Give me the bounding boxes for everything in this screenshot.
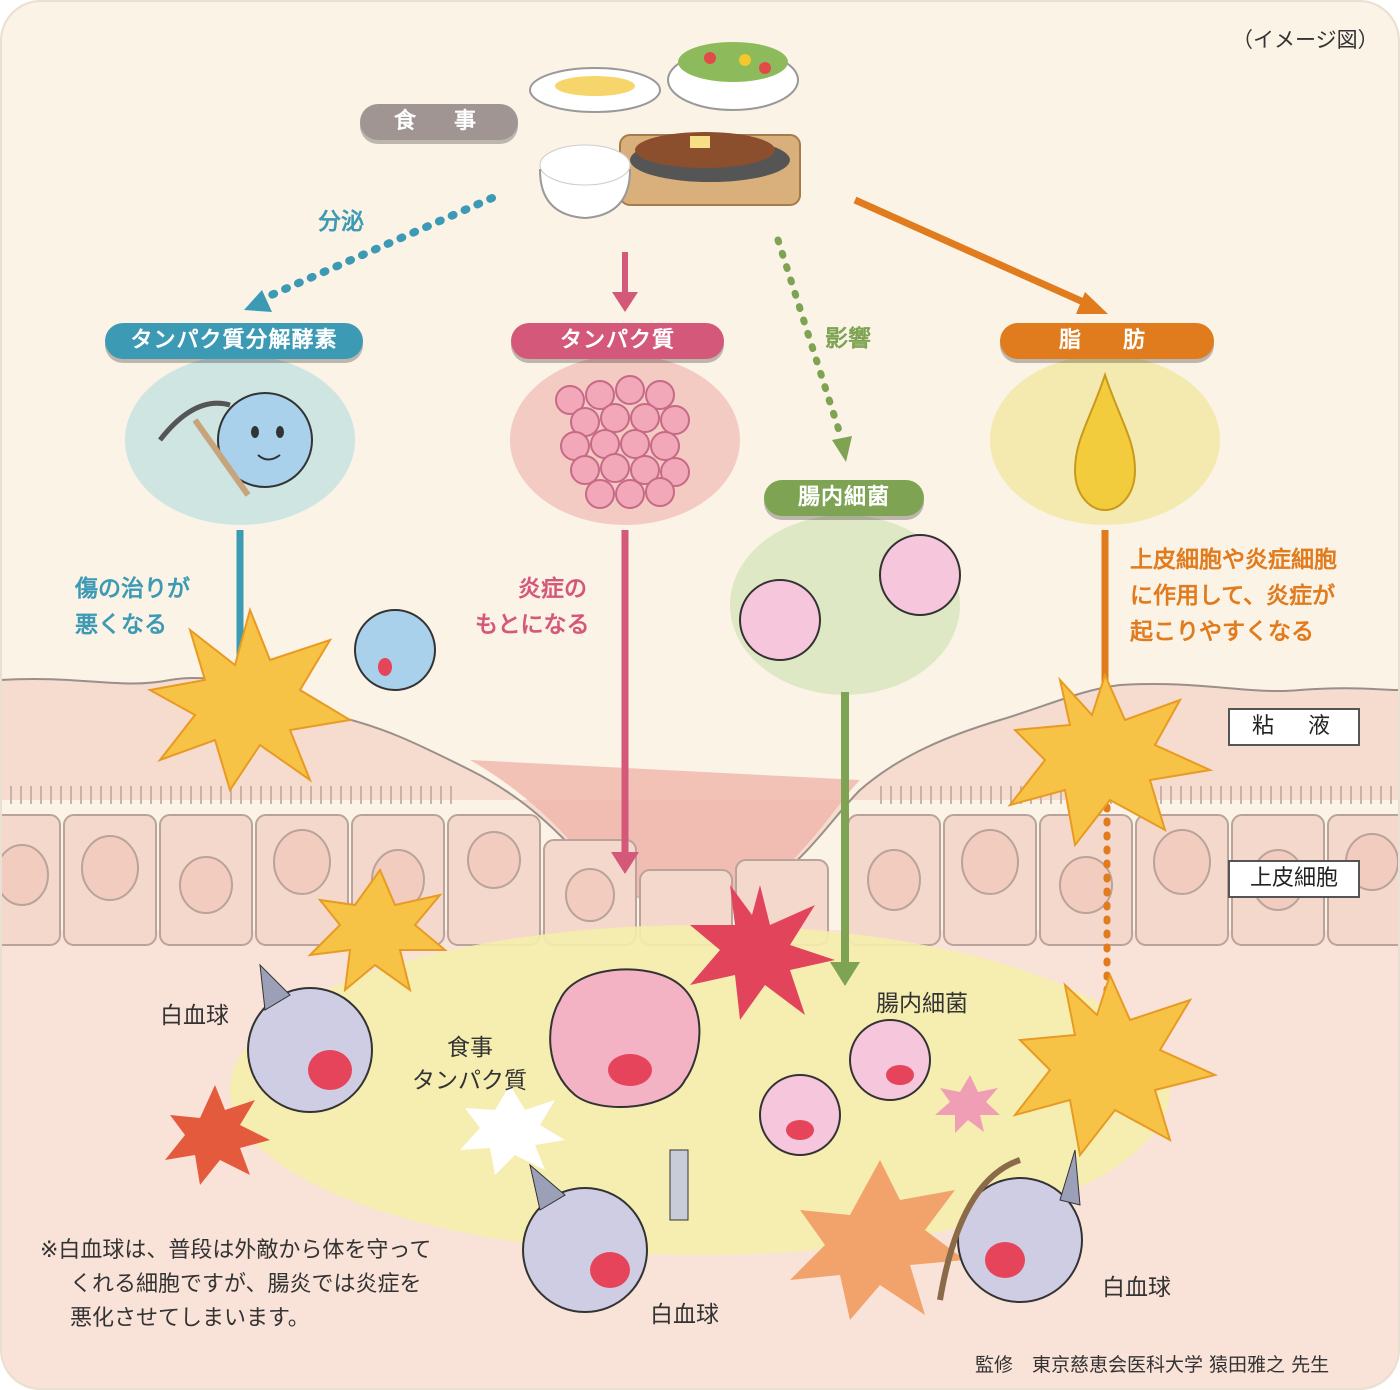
wbc-knight-right [937,1149,1083,1303]
fat-droplet [1073,371,1137,512]
note-line2: くれる細胞ですが、腸炎では炎症を [70,1272,422,1297]
pill-protein: タンパク質 [511,323,724,359]
credit: 監修 東京慈恵会医科大学 猿田雅之 先生 [975,1354,1330,1376]
steak [635,132,775,168]
meal-pill: 食 事 [360,104,518,140]
note-line1: ※白血球は、普段は外敵から体を守って [40,1238,432,1263]
food-protein-character [549,968,701,1108]
burst-fat [1007,672,1214,848]
pill-enzyme: タンパク質分解酵素 [105,323,363,359]
wbc-knight-left [247,963,373,1113]
damaged-bacterium-2 [849,1019,931,1101]
effect-protein-line1: 炎症の [518,576,587,602]
pill-bacteria: 腸内細菌 [764,480,924,516]
effect-enzyme-line2: 悪くなる [75,612,167,638]
label-wbc-right: 白血球 [1102,1275,1171,1301]
image-note: （イメージ図） [1232,28,1379,52]
label-gut-bacteria: 腸内細菌 [876,991,968,1017]
effect-fat-line3: 起こりやすくなる [1130,619,1314,645]
enzyme-character-2 [354,609,436,691]
effect-enzyme-line1: 傷の治りが [75,576,190,602]
pickaxe [192,418,251,497]
secretion-label: 分泌 [318,209,364,235]
enzyme-character [217,392,313,488]
burst-red-center [690,885,835,1020]
label-wbc-left: 白血球 [160,1003,229,1029]
pill-fat: 脂 肪 [1000,323,1214,359]
burst-white [460,1085,565,1175]
label-wbc-bottom: 白血球 [650,1302,719,1328]
arrow-secretion [256,194,496,304]
bacterium-1 [739,579,821,661]
label-food-protein-line2: タンパク質 [412,1068,527,1094]
influence-label: 影響 [825,326,871,352]
damaged-bacterium-1 [759,1074,841,1156]
inflamed-zone [230,925,1170,1255]
effect-protein-line2: もとになる [475,612,590,638]
bacterium-2 [879,534,961,616]
burst-yellow-left [307,867,448,993]
burst-orange-bottom [790,1160,965,1320]
label-epithelium: 上皮細胞 [1228,860,1360,898]
wbc-knight-bottom [522,1149,689,1313]
effect-fat-line1: 上皮細胞や炎症細胞 [1130,547,1337,573]
burst-pink [935,1075,1000,1133]
burst-fat-bottom [1012,972,1219,1158]
burst-red-left [165,1085,270,1185]
burst-enzyme [147,606,353,793]
arrow-meal-fat [853,196,1092,309]
label-mucus: 粘 液 [1228,708,1360,746]
note-line3: 悪化させてしまいます。 [70,1306,310,1331]
label-food-protein-line1: 食事 [447,1035,493,1061]
effect-fat-line2: に作用して、炎症が [1130,583,1336,609]
protein-balls [555,375,690,509]
